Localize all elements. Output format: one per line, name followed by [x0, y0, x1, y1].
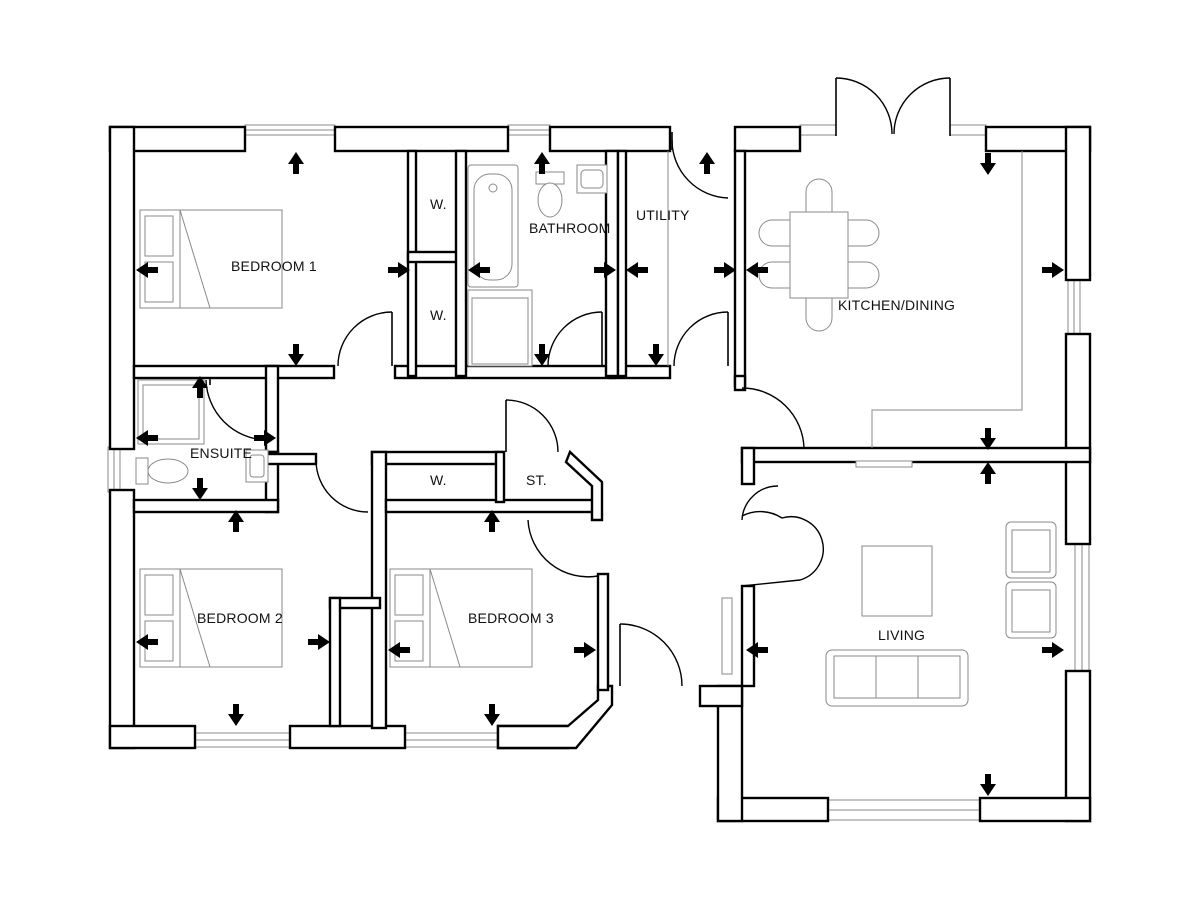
internal-walls — [132, 149, 1092, 730]
dining-table — [758, 178, 880, 332]
shower-ensuite — [137, 379, 205, 445]
hall-radiator — [721, 597, 733, 675]
label-bathroom: BATHROOM — [529, 220, 610, 236]
label-bedroom3: BEDROOM 3 — [468, 610, 554, 626]
basin-bathroom — [576, 164, 608, 194]
kitchen-worktop — [855, 151, 1023, 468]
label-utility: UTILITY — [636, 207, 690, 223]
label-wardrobe-1: W. — [430, 196, 447, 212]
window-kitchen-left — [799, 124, 837, 136]
coffee-table — [861, 545, 933, 617]
bed-bedroom3 — [389, 568, 533, 668]
label-store: ST. — [526, 472, 547, 488]
dimension-arrows — [136, 152, 1064, 796]
label-living: LIVING — [878, 627, 925, 643]
label-kitchen-dining: KITCHEN/DINING — [838, 297, 955, 313]
armchairs — [1005, 521, 1057, 639]
furniture — [135, 151, 1057, 707]
label-wardrobe-2: W. — [430, 307, 447, 323]
toilet-bathroom — [535, 171, 565, 218]
window-kitchen-right — [949, 124, 987, 136]
toilet-ensuite — [135, 457, 189, 485]
room-labels: BEDROOM 1 W. W. BATHROOM UTILITY KITCHEN… — [190, 196, 955, 643]
basin-ensuite — [245, 449, 269, 483]
label-wardrobe-3: W. — [430, 472, 447, 488]
label-bedroom1: BEDROOM 1 — [231, 258, 317, 274]
bed-bedroom2 — [139, 568, 283, 668]
sofa — [825, 649, 969, 707]
label-bedroom2: BEDROOM 2 — [197, 610, 283, 626]
doors — [205, 77, 951, 687]
bed-bedroom1 — [139, 209, 283, 309]
external-walls — [108, 125, 1092, 823]
label-ensuite: ENSUITE — [190, 445, 252, 461]
bathtub — [467, 164, 519, 288]
shower-bathroom — [467, 289, 533, 367]
